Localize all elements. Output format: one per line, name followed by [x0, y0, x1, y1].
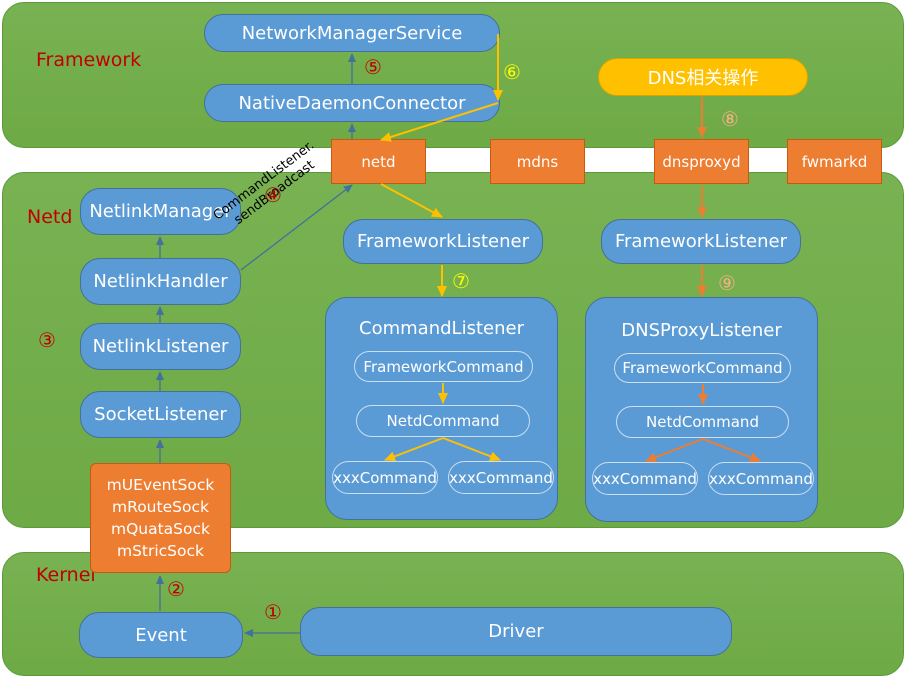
netlink-manager-node: NetlinkManager	[80, 188, 241, 235]
cl-framework-command: FrameworkCommand	[354, 351, 533, 382]
socket-route: mRouteSock	[112, 498, 209, 516]
sockets-box: mUEventSock mRouteSock mQuataSock mStric…	[90, 463, 231, 573]
native-daemon-connector-node: NativeDaemonConnector	[204, 84, 500, 122]
mdns-daemon: mdns	[490, 139, 585, 184]
framework-layer-label: Framework	[36, 49, 142, 71]
dpl-netd-command: NetdCommand	[616, 406, 789, 438]
command-listener-title: CommandListener	[359, 318, 524, 339]
socket-stric: mStricSock	[116, 542, 205, 560]
cl-xxx-command-left: xxxCommand	[332, 461, 438, 494]
socket-uevent: mUEventSock	[106, 476, 215, 494]
kernel-layer-label: Kernel	[36, 564, 96, 586]
network-manager-service-node: NetworkManagerService	[204, 14, 500, 52]
step-5-marker: ⑤	[364, 55, 382, 79]
dpl-xxx-command-right: xxxCommand	[708, 462, 814, 495]
socket-quata: mQuataSock	[110, 520, 211, 538]
netlink-listener-node: NetlinkListener	[80, 323, 241, 370]
dpl-framework-command: FrameworkCommand	[614, 353, 791, 383]
fwmarkd-daemon: fwmarkd	[787, 139, 882, 184]
step-6-marker: ⑥	[503, 60, 521, 84]
dns-proxy-listener-title: DNSProxyListener	[621, 320, 782, 341]
framework-listener-right: FrameworkListener	[601, 219, 801, 264]
dnsproxyd-daemon: dnsproxyd	[654, 139, 749, 184]
netd-daemon: netd	[331, 139, 426, 184]
dpl-xxx-command-left: xxxCommand	[592, 462, 698, 495]
step-7-marker: ⑦	[452, 269, 470, 293]
framework-listener-left: FrameworkListener	[343, 219, 543, 264]
cl-netd-command: NetdCommand	[356, 405, 530, 437]
event-node: Event	[79, 612, 243, 658]
driver-node: Driver	[300, 607, 732, 656]
netlink-handler-node: NetlinkHandler	[80, 258, 241, 305]
step-3-marker: ③	[38, 328, 56, 352]
socket-listener-node: SocketListener	[80, 391, 241, 438]
cl-xxx-command-right: xxxCommand	[448, 461, 554, 494]
step-4-marker: ④	[264, 183, 282, 207]
step-8-marker: ⑧	[721, 107, 739, 131]
step-9-marker: ⑨	[718, 271, 736, 295]
step-2-marker: ②	[167, 577, 185, 601]
netd-layer-label: Netd	[27, 206, 73, 228]
dns-ops-node: DNS相关操作	[598, 58, 808, 96]
step-1-marker: ①	[264, 600, 282, 624]
